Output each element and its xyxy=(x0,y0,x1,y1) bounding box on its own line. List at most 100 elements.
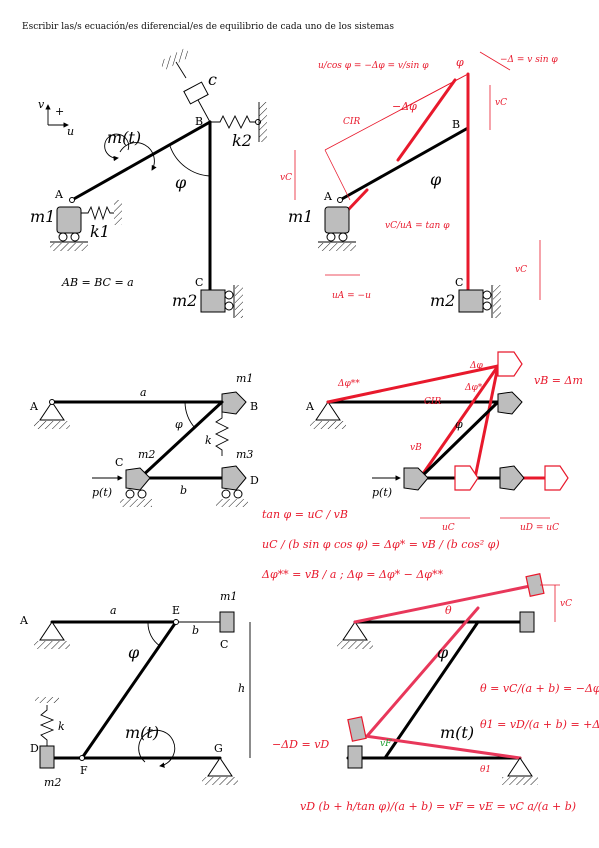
spring-k2 xyxy=(210,114,258,130)
label-phi-s2: φ xyxy=(175,418,183,431)
mass-m1 xyxy=(56,206,82,234)
label-m1-s2: m1 xyxy=(236,372,253,385)
delta-right: −Δ = v sin φ xyxy=(500,55,558,65)
theta1-s3: θ1 xyxy=(480,765,491,775)
mass-m1-s3 xyxy=(219,611,235,633)
phi-right: φ xyxy=(430,170,442,189)
label-m2-right: m2 xyxy=(430,291,455,310)
vc-bottom: vC xyxy=(515,265,527,275)
spring-k1 xyxy=(81,205,114,221)
dphi-label: −Δφ xyxy=(392,100,417,113)
eq-ratio: uC / (b sin φ cos φ) = Δφ* = vB / (b cos… xyxy=(262,538,500,551)
label-e-s3: E xyxy=(172,604,180,617)
spring-k-s2 xyxy=(214,412,230,456)
label-m1-s3: m1 xyxy=(220,590,237,603)
system-3-deformed: vC θ φ θ = vC/(a + b) = −Δφ θ1 = vD/(a +… xyxy=(272,573,599,813)
eq-top: u/cos φ = −Δφ = v/sin φ xyxy=(318,61,429,71)
page-title: Escribir las/s ecuación/es diferencial/e… xyxy=(22,22,395,32)
label-c: c xyxy=(208,70,217,89)
moment-s3r: m(t) xyxy=(440,723,474,742)
mass-m2 xyxy=(200,289,226,313)
axis-v-label: v xyxy=(38,98,45,111)
vf-label: vF xyxy=(380,739,392,749)
label-g-s3: G xyxy=(214,742,223,755)
label-a-s2: A xyxy=(29,400,39,413)
eq-bottom: vD (b + h/tan φ)/(a + b) = vF = vE = vC … xyxy=(300,800,576,813)
vb-delta: vB = Δm xyxy=(534,374,583,387)
delta-d: −ΔD = vD xyxy=(272,738,329,751)
label-m2: m2 xyxy=(172,291,197,310)
system-1-deformed: u/cos φ = −Δφ = v/sin φ −Δ = v sin φ vC … xyxy=(280,51,558,318)
label-m2-s3: m2 xyxy=(44,776,61,789)
vc-s3: vC xyxy=(560,599,572,609)
label-f-s3: F xyxy=(80,764,88,777)
label-k1: k1 xyxy=(90,222,110,241)
ua-label: uA = −u xyxy=(332,291,371,301)
label-b-s3: b xyxy=(192,624,199,637)
dphi-star2: Δφ** xyxy=(337,379,360,389)
system-2-original: A a m1 B k φ C m2 p(t) b m3 D xyxy=(29,372,259,507)
label-b-len-s2: b xyxy=(180,484,187,497)
dphi-star: Δφ* xyxy=(464,383,483,393)
system-1-original: v + u c B k2 m(t) φ A m1 k1 xyxy=(30,47,267,318)
label-m3-s2: m3 xyxy=(236,448,253,461)
mass-m3-s2 xyxy=(221,465,247,491)
label-phi: φ xyxy=(175,173,187,192)
cir-label: CIR xyxy=(343,117,360,127)
system-2-deformed: A p(t) Δφ** Δφ Δφ* vB = Δm CIR vB φ uC u… xyxy=(261,351,583,581)
axis-u-label: u xyxy=(67,125,74,138)
ud-s2: uD = uC xyxy=(520,523,559,533)
eq-theta: θ = vC/(a + b) = −Δφ xyxy=(480,682,599,695)
label-a-len-s3: a xyxy=(110,604,117,617)
ratio-label: vC/uA = tan φ xyxy=(385,221,450,231)
label-d-s2: D xyxy=(250,474,259,487)
axis-plus-label: + xyxy=(55,105,64,118)
label-b-right: B xyxy=(452,118,460,131)
label-k2: k2 xyxy=(232,131,252,150)
label-h-s3: h xyxy=(238,682,245,695)
label-k-s2: k xyxy=(205,434,212,447)
label-k-s3: k xyxy=(58,720,65,733)
label-c-right: C xyxy=(455,276,463,289)
load-pt: p(t) xyxy=(92,486,112,499)
label-c-s2: C xyxy=(115,456,123,469)
vc-right: vC xyxy=(495,98,507,108)
ground-hatch xyxy=(159,47,191,71)
label-a-len-s2: a xyxy=(140,386,147,399)
load-pt-r: p(t) xyxy=(372,486,392,499)
eq-theta1: θ1 = vD/(a + b) = +Δφ xyxy=(480,718,599,731)
label-c-s3: C xyxy=(220,638,228,651)
phi-s2r: φ xyxy=(455,418,463,431)
uc-s2: uC xyxy=(442,523,455,533)
mass-m1-s2 xyxy=(221,391,247,415)
system-3-original: A a E m1 b C φ h D m2 F k m(t) G xyxy=(19,590,251,789)
label-b-s2: B xyxy=(250,400,258,413)
vc-left: vC xyxy=(280,173,292,183)
vb-s2: vB xyxy=(410,443,422,453)
label-b: B xyxy=(195,115,203,128)
label-a: A xyxy=(54,188,64,201)
label-m1-right: m1 xyxy=(288,207,313,226)
eq-dstar: Δφ** = vB / a ; Δφ = Δφ* − Δφ** xyxy=(261,568,443,581)
phi-s3r: φ xyxy=(437,643,449,662)
label-a-right: A xyxy=(323,190,333,203)
eq-tan: tan φ = uC / vB xyxy=(262,508,348,521)
mass-m2-s3 xyxy=(39,745,55,769)
moment-label: m(t) xyxy=(107,128,141,147)
theta-s3: θ xyxy=(445,604,452,617)
moment-s3: m(t) xyxy=(125,723,159,742)
bar-ab xyxy=(70,120,212,202)
cir-s2: CIR xyxy=(424,397,441,407)
equation-ab-bc: AB = BC = a xyxy=(61,276,134,289)
label-a-s3: A xyxy=(19,614,29,627)
spring-k-s3 xyxy=(39,705,55,746)
phi-top: φ xyxy=(456,56,464,69)
label-m2-s2: m2 xyxy=(138,448,155,461)
dphi-s2: Δφ xyxy=(469,361,483,371)
label-phi-s3: φ xyxy=(128,643,140,662)
label-c-point: C xyxy=(195,276,203,289)
label-m1: m1 xyxy=(30,207,55,226)
label-a-s2r: A xyxy=(305,400,315,413)
label-d-s3: D xyxy=(30,742,39,755)
